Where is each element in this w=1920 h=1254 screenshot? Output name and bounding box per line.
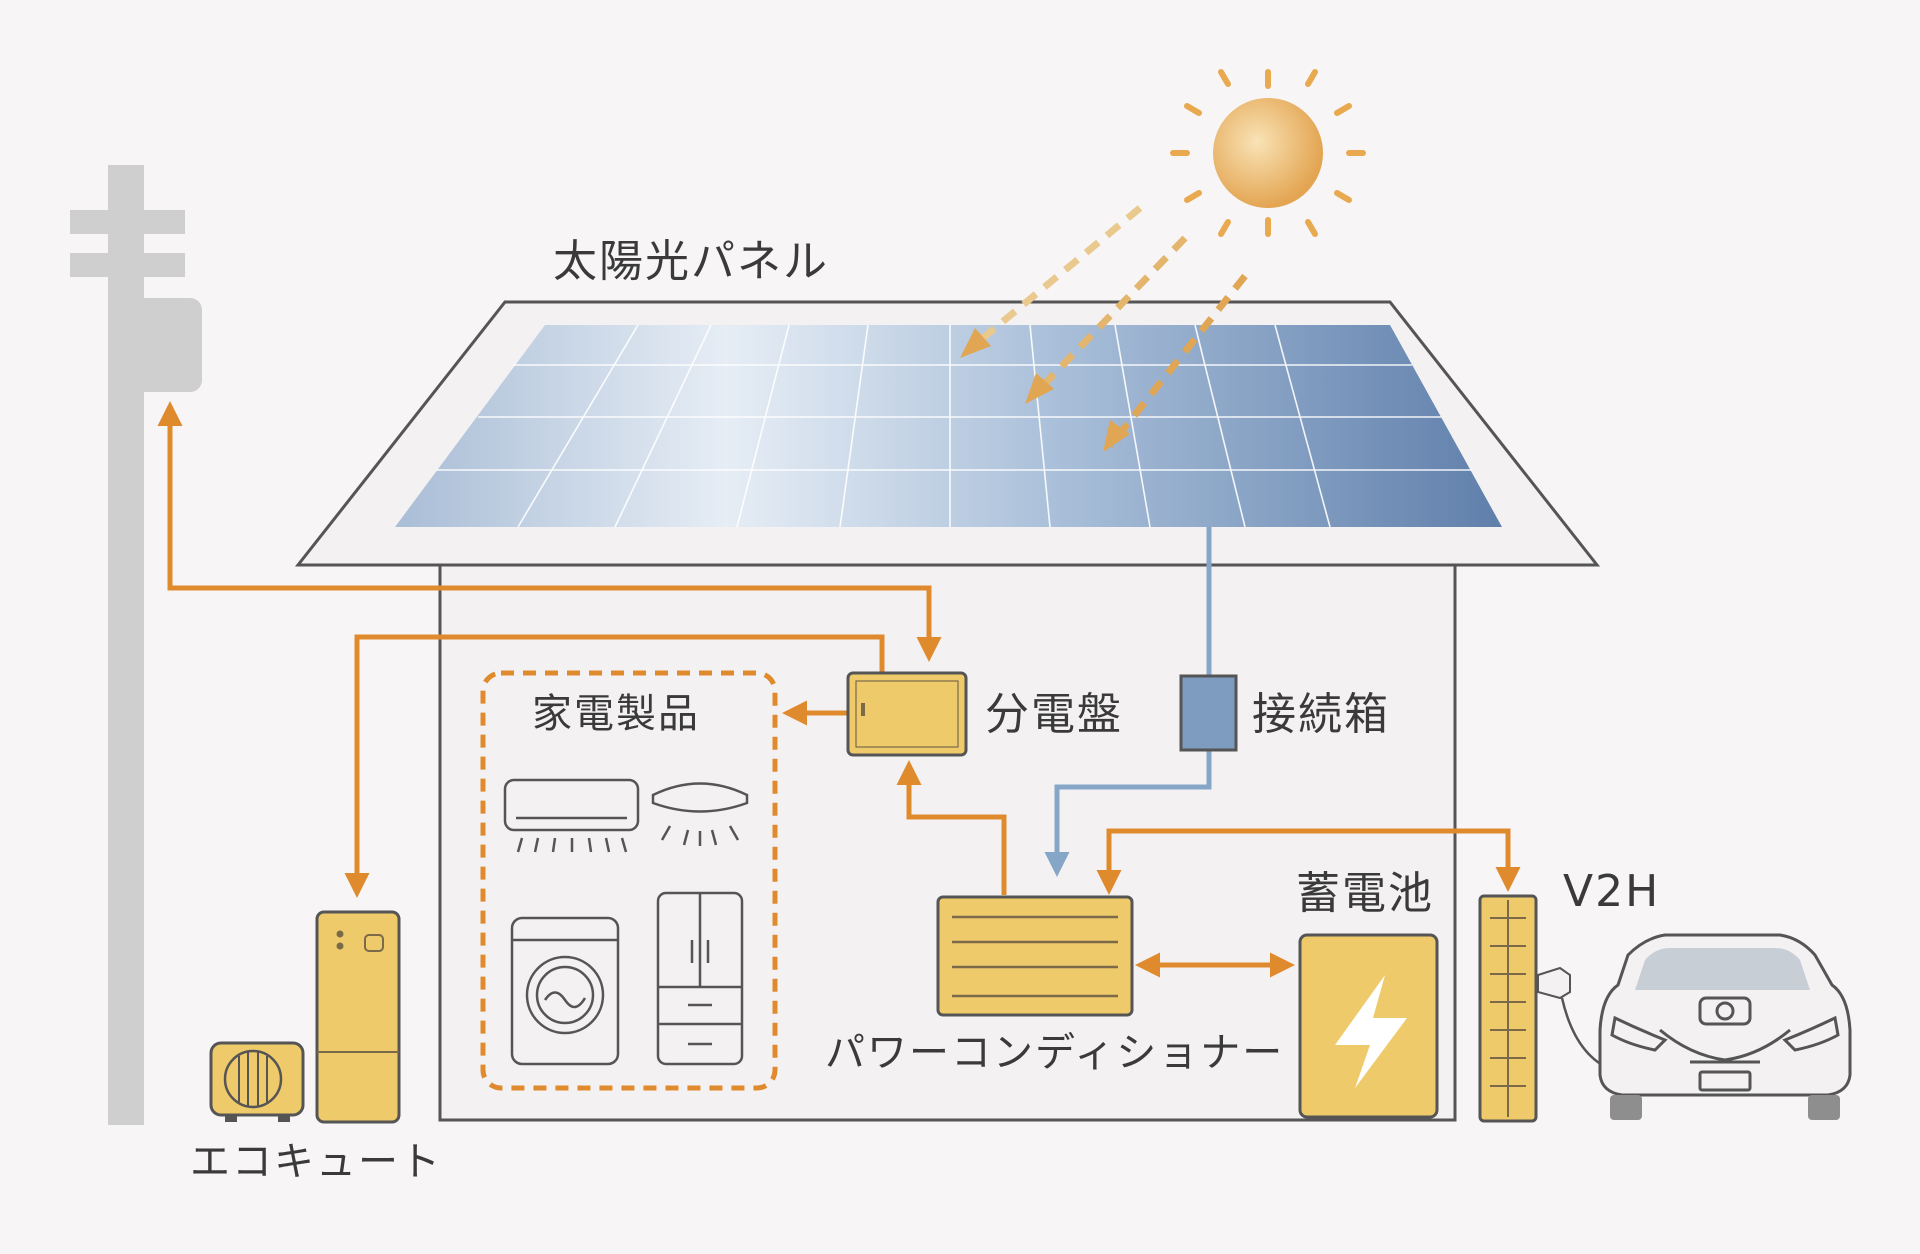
distribution-board-label: 分電盤: [985, 689, 1123, 740]
junction-box-label: 接続箱: [1252, 689, 1390, 740]
sun-icon: [1170, 69, 1366, 237]
storage-battery-label: 蓄電池: [1296, 868, 1434, 919]
utility-pole-icon: [70, 165, 202, 1125]
ecocute-heat-pump: [209, 1041, 305, 1122]
sunlight-rays: [963, 205, 1248, 449]
ecocute-label: エコキュート: [190, 1139, 442, 1185]
ceiling-light-icon: [651, 782, 749, 846]
refrigerator-icon: [656, 891, 744, 1066]
washing-machine-icon: [510, 916, 620, 1066]
sunlight-arrowheads: [960, 328, 1130, 452]
ecocute-tank: [315, 910, 401, 1124]
appliances-group: [480, 670, 778, 1091]
power-conditioner-label: パワーコンディショナー: [825, 1030, 1285, 1076]
power-flow-arrows: [157, 401, 1521, 978]
junction-box: [1179, 674, 1238, 752]
air-conditioner-icon: [503, 778, 640, 853]
lightning-icon: [1335, 975, 1407, 1088]
solar-panel: [395, 324, 1502, 528]
v2h-label: V2H: [1563, 866, 1661, 917]
storage-battery: [1298, 933, 1439, 1119]
dc-wiring: [1044, 527, 1212, 877]
appliances-label: 家電製品: [532, 691, 700, 737]
power-conditioner: [936, 895, 1134, 1017]
distribution-board: [846, 671, 968, 757]
ev-car-icon: [1598, 933, 1852, 1120]
solar-panel-label: 太陽光パネル: [553, 236, 829, 287]
